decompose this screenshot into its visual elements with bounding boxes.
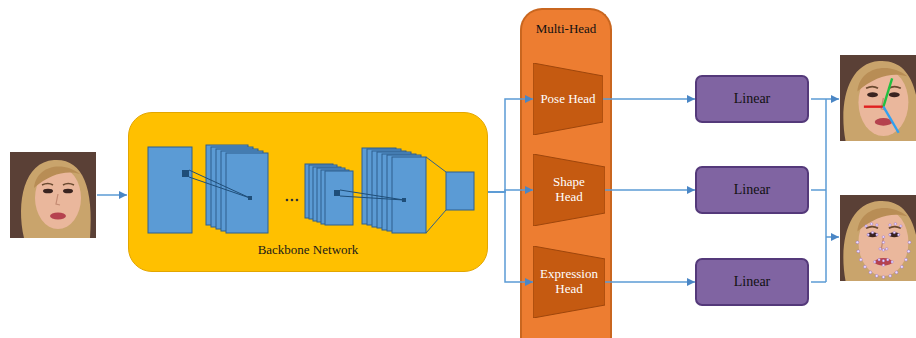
pose-output-image [831,52,916,145]
head-trapezoid: Shape Head [533,154,605,226]
node-label: Backbone Network [258,243,359,258]
node-label: Linear [734,274,771,290]
ellipsis-dots [286,199,299,202]
feature-stack [206,145,268,233]
feature-stack [305,164,353,225]
feature-map [148,147,192,233]
input-arrow [97,194,127,196]
kernel-square [334,190,340,196]
connector-arrow [603,98,695,100]
connector-arrow [605,281,695,283]
conv-layers [148,145,474,233]
node-label: Expression Head [539,267,599,297]
connector-arrow [605,189,695,191]
linear-box: Linear [695,258,809,306]
node-label: Shape Head [539,175,599,205]
connector-arrow [488,99,533,192]
connector-arrow [488,192,533,282]
feature-stack [362,148,426,233]
input-face-image [10,152,96,238]
head-trapezoid: Pose Head [533,63,603,135]
node-label: Linear [734,91,771,107]
node-label: Pose Head [540,92,595,107]
output-wires [811,99,839,282]
node-label: Multi-Head [536,22,597,37]
landmark-output-image [831,192,916,285]
linear-box: Linear [695,75,809,123]
linear-box: Linear [695,166,809,214]
node-label: Linear [734,182,771,198]
kernel-square [182,170,189,177]
output-feature [446,172,474,210]
head-trapezoid: Expression Head [533,246,605,318]
multi-head-panel: Multi-HeadPose HeadShape HeadExpression … [520,8,612,338]
kernel-projections [182,157,446,233]
